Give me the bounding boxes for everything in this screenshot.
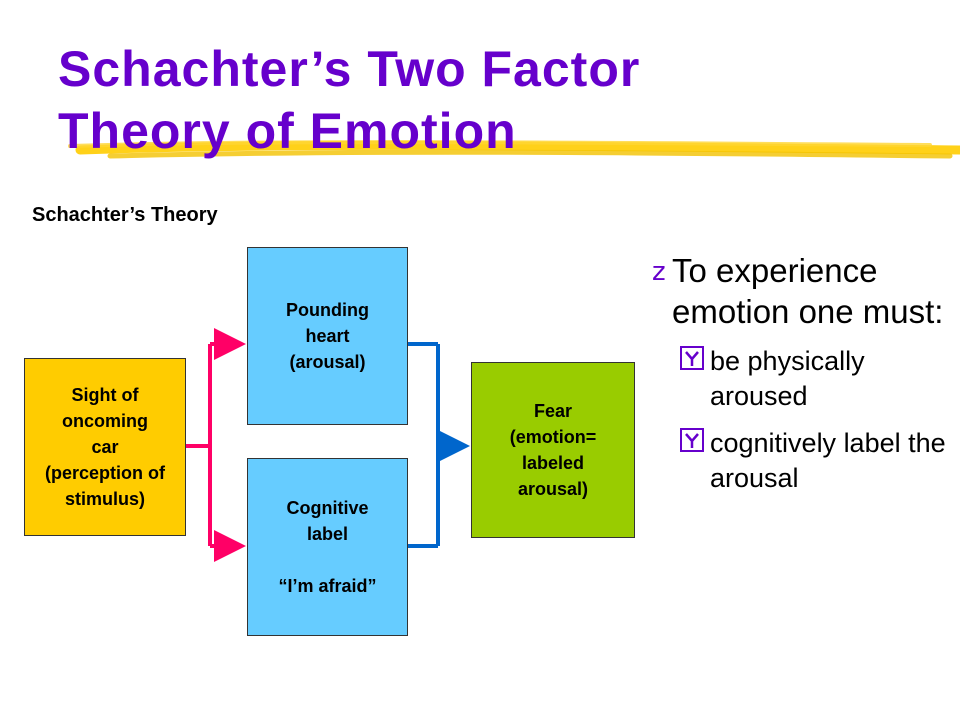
bullet-list: z To experience emotion one must: be phy… bbox=[652, 250, 950, 496]
slide-title-line-2: Theory of Emotion bbox=[58, 103, 517, 159]
sub-bullet-2-text: cognitively label the arousal bbox=[710, 428, 946, 493]
emotion-text: Fear (emotion= labeled arousal) bbox=[509, 401, 597, 499]
main-bullet: z To experience emotion one must: bbox=[652, 250, 950, 332]
sub-bullet-1-text: be physically aroused bbox=[710, 346, 865, 411]
cognitive-label-box: Cognitive label “I’m afraid” bbox=[247, 458, 408, 636]
slide-title-line-1: Schachter’s Two Factor bbox=[58, 41, 641, 97]
z-bullet-icon: z bbox=[652, 257, 666, 287]
blue-connector bbox=[408, 342, 470, 548]
pink-connector bbox=[186, 328, 246, 562]
stimulus-box: Sight of oncoming car (perception of sti… bbox=[24, 358, 186, 536]
stimulus-text: Sight of oncoming car (perception of sti… bbox=[45, 385, 165, 509]
sub-bullet-2: cognitively label the arousal bbox=[680, 426, 950, 496]
y-bullet-icon bbox=[680, 428, 704, 452]
diagram-caption: Schachter’s Theory bbox=[32, 204, 218, 226]
y-bullet-icon bbox=[680, 346, 704, 370]
arousal-box: Pounding heart (arousal) bbox=[247, 247, 408, 425]
sub-bullet-1: be physically aroused bbox=[680, 344, 950, 414]
main-bullet-text: To experience emotion one must: bbox=[672, 252, 944, 330]
cognitive-label-text: Cognitive label “I’m afraid” bbox=[278, 498, 377, 596]
emotion-box: Fear (emotion= labeled arousal) bbox=[471, 362, 635, 538]
slide-title: Schachter’s Two Factor Theory of Emotion bbox=[58, 38, 938, 162]
arousal-text: Pounding heart (arousal) bbox=[286, 300, 369, 372]
